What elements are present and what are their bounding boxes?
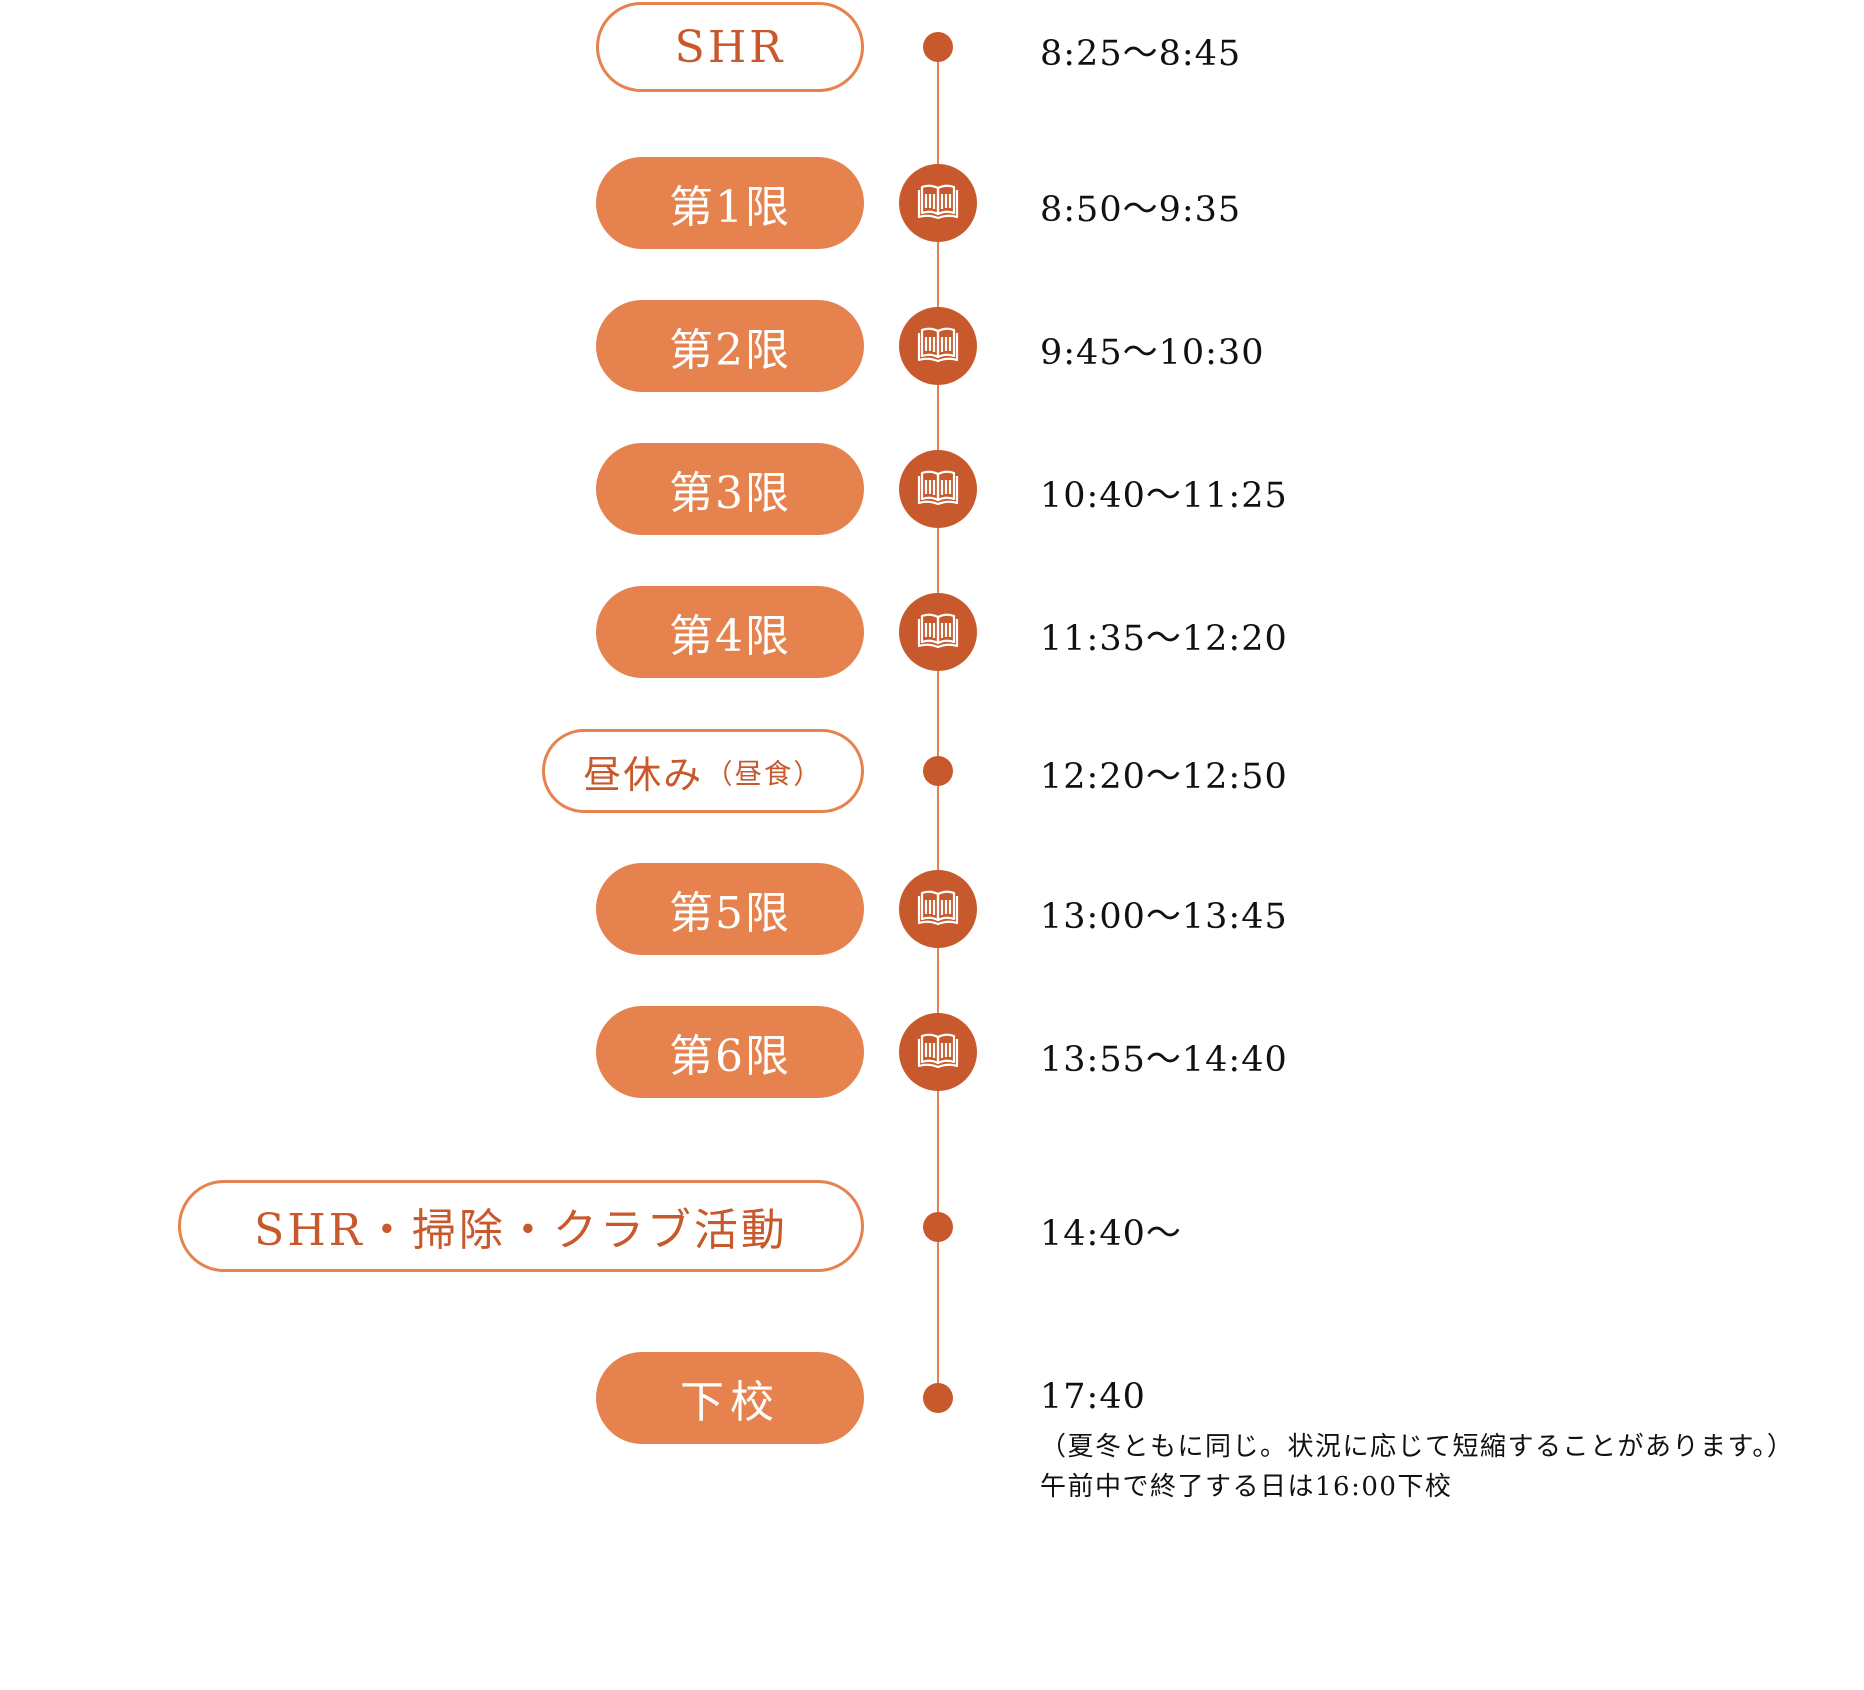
- period-time: 10:40〜11:25: [1040, 476, 1288, 516]
- period-label: 第5限: [669, 888, 791, 939]
- book-icon: [899, 307, 977, 385]
- book-icon: [899, 164, 977, 242]
- timeline-dot: [923, 1212, 953, 1242]
- timeline-dot: [923, 32, 953, 62]
- period-label: SHR・掃除・クラブ活動: [254, 1205, 788, 1256]
- period-time: 13:00〜13:45: [1040, 897, 1288, 937]
- period-time: 8:50〜9:35: [1040, 190, 1242, 230]
- period-pill-2: 第2限: [596, 300, 864, 392]
- book-icon: [899, 870, 977, 948]
- timeline-line: [937, 47, 939, 1402]
- timeline-dot: [923, 1383, 953, 1413]
- period-pill-club: SHR・掃除・クラブ活動: [178, 1180, 864, 1272]
- period-label: 下校: [680, 1377, 780, 1428]
- period-label: 昼休み: [583, 752, 704, 797]
- book-icon: [899, 1013, 977, 1091]
- book-icon: [899, 593, 977, 671]
- period-time: 13:55〜14:40: [1040, 1040, 1288, 1080]
- timeline-dot: [923, 756, 953, 786]
- dismissal-note-half-day: 午前中で終了する日は16:00下校: [1040, 1472, 1453, 1502]
- period-label: SHR: [674, 21, 786, 73]
- period-time: 9:45〜10:30: [1040, 333, 1265, 373]
- dismissal-note: （夏冬ともに同じ。状況に応じて短縮することがあります。）: [1040, 1432, 1795, 1462]
- period-label: 第4限: [669, 611, 791, 662]
- period-time: 14:40〜: [1040, 1214, 1182, 1254]
- book-icon: [899, 450, 977, 528]
- period-pill-5: 第5限: [596, 863, 864, 955]
- period-time: 12:20〜12:50: [1040, 757, 1288, 797]
- period-label: 第2限: [669, 325, 791, 376]
- period-label: 第6限: [669, 1031, 791, 1082]
- period-time: 17:40: [1040, 1377, 1146, 1417]
- period-label: 第1限: [669, 182, 791, 233]
- period-time: 11:35〜12:20: [1040, 619, 1288, 659]
- period-pill-6: 第6限: [596, 1006, 864, 1098]
- period-pill-4: 第4限: [596, 586, 864, 678]
- period-time: 8:25〜8:45: [1040, 34, 1242, 74]
- period-pill-shr: SHR: [596, 2, 864, 92]
- period-pill-3: 第3限: [596, 443, 864, 535]
- period-label: 第3限: [669, 468, 791, 519]
- period-sublabel: （昼食）: [705, 759, 823, 790]
- period-pill-lunch: 昼休み（昼食）: [542, 729, 864, 813]
- period-pill-1: 第1限: [596, 157, 864, 249]
- period-pill-dismissal: 下校: [596, 1352, 864, 1444]
